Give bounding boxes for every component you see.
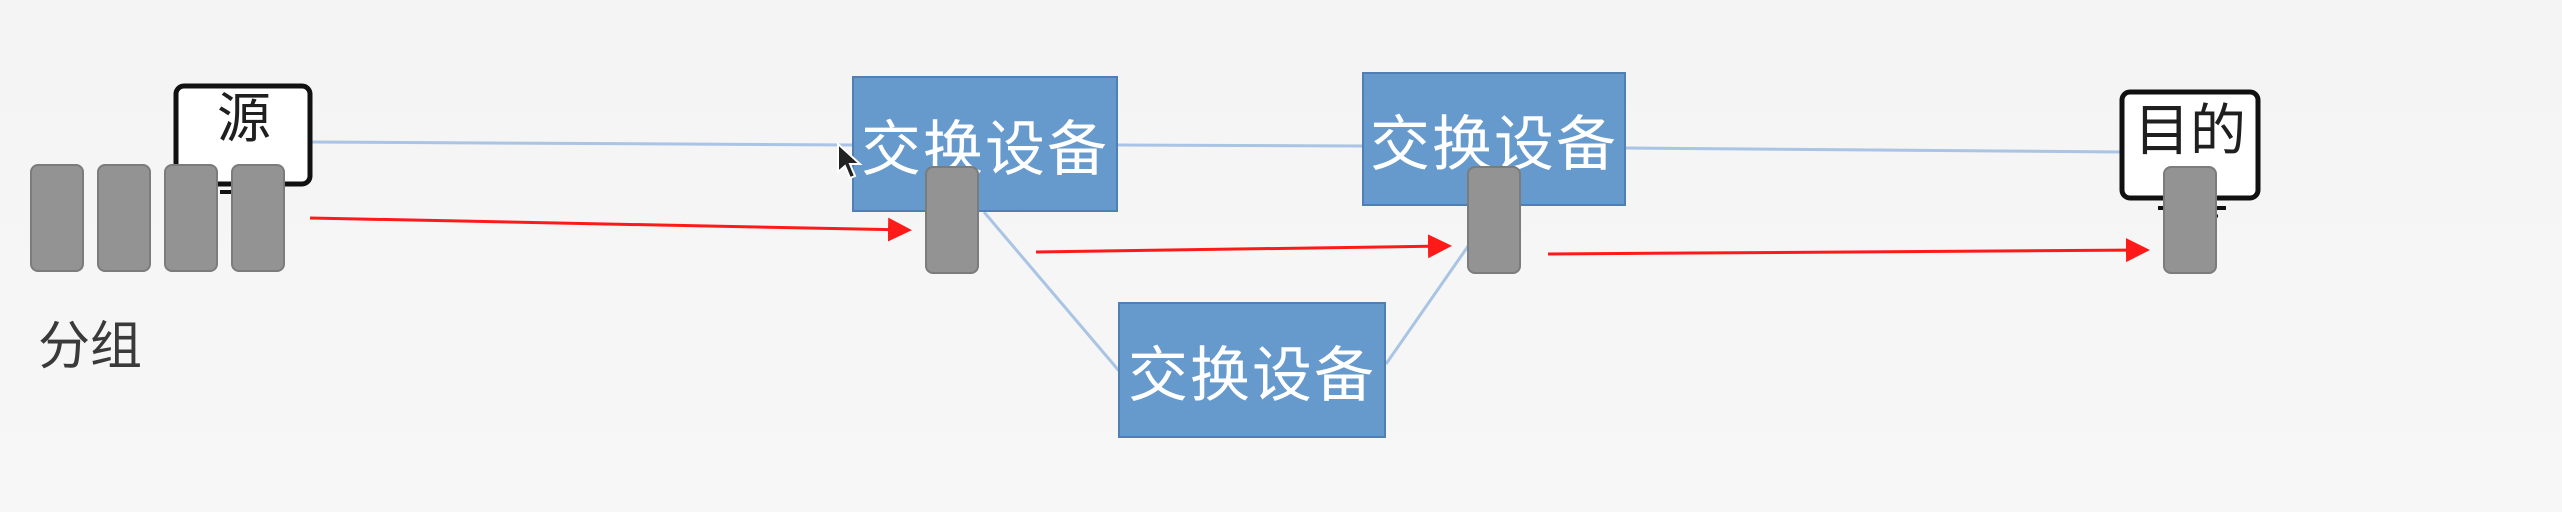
packet-queued-2 (97, 164, 151, 272)
switch-device-3-label: 交换设备 (1128, 340, 1376, 411)
switch-device-1: 交换设备 (852, 76, 1118, 212)
packets-label: 分组 (38, 317, 143, 377)
packet-at-destination (2163, 166, 2217, 274)
arrow-switch1-to-switch2 (1035, 234, 1452, 259)
link-switch2-destination (1625, 146, 2123, 154)
link-source-switch1 (311, 140, 853, 147)
arrow-switch2-to-destination (1547, 238, 2150, 263)
link-switch1-switch2 (1115, 143, 1363, 148)
packet-queued-4 (231, 164, 285, 272)
switch-device-1-label: 交换设备 (861, 114, 1109, 185)
packet-queued-1 (30, 164, 84, 272)
packet-queued-3 (164, 164, 218, 272)
cursor-icon (837, 142, 863, 180)
arrow-source-to-switch1 (309, 216, 912, 242)
source-label: 源 (217, 87, 271, 150)
packet-at-switch1 (925, 166, 979, 274)
link-switch1-switch3 (982, 211, 1122, 373)
switch-device-3: 交换设备 (1118, 302, 1386, 438)
destination-label: 目的 (2134, 99, 2246, 164)
packet-at-switch2 (1467, 166, 1521, 274)
